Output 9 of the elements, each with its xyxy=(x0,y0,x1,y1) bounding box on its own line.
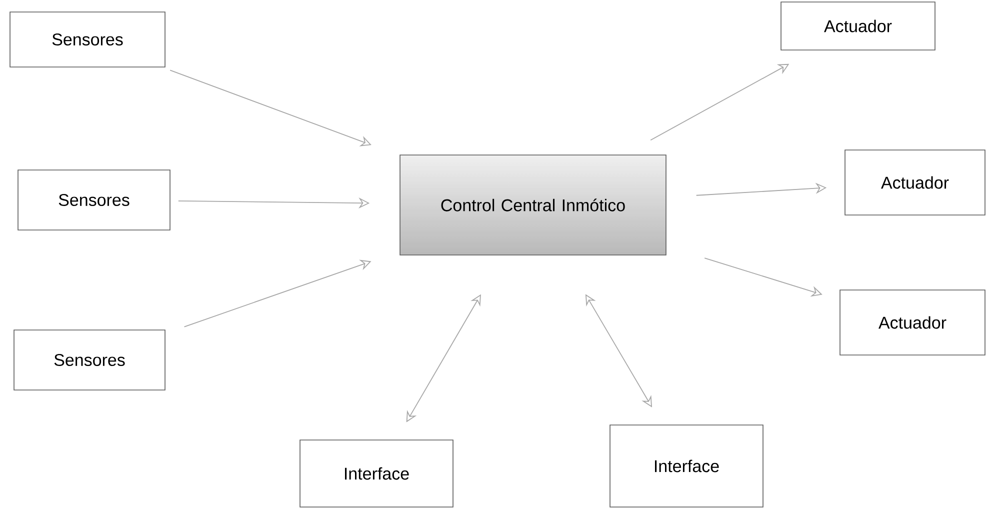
box: Sensores xyxy=(10,12,166,68)
box: Actuador xyxy=(844,150,986,216)
box: Sensores xyxy=(14,330,166,390)
box: Sensores xyxy=(18,170,170,230)
box: Interface xyxy=(300,440,454,508)
box: Actuador xyxy=(780,2,936,50)
box: Actuador xyxy=(840,290,986,356)
box: Interface xyxy=(610,424,764,508)
process-box: Control Central Inmótico xyxy=(400,154,666,256)
